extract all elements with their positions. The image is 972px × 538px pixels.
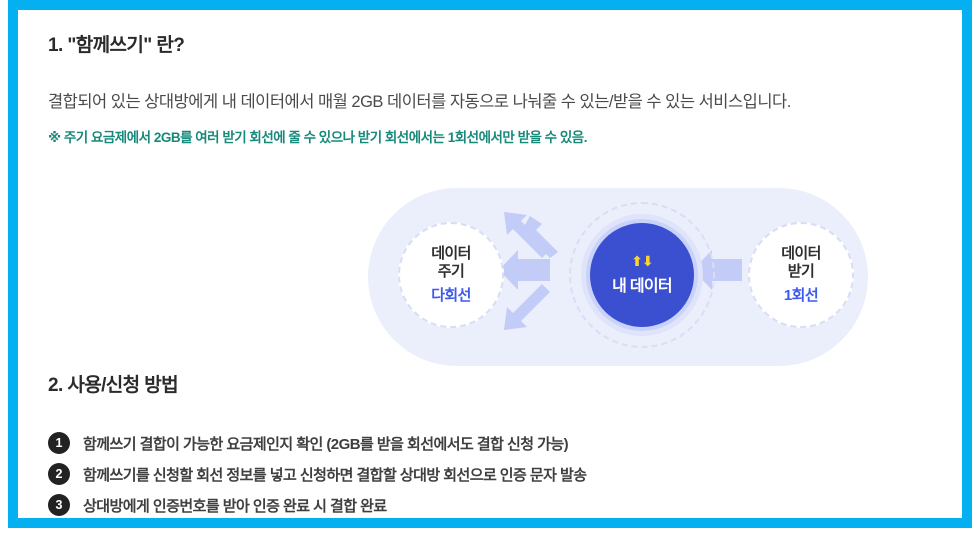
node-left-sublabel: 다회선 [431,286,471,304]
arrow-group-left [499,212,550,330]
cyan-frame-card: 1. "함께쓰기" 란? 결합되어 있는 상대방에게 내 데이터에서 매월 2G… [8,0,972,528]
node-right-sublabel: 1회선 [783,286,819,304]
diagram-node-my-data: ⬆⬇ 내 데이터 [590,223,694,327]
step-badge-2: 2 [48,463,70,485]
node-right-label-line2: 받기 [787,263,815,281]
list-item: 3 상대방에게 인증번호를 받아 인증 완료 시 결합 완료 [48,494,387,516]
section-2-title: 2. 사용/신청 방법 [48,375,179,396]
node-center-label: 내 데이터 [612,278,673,295]
node-left-label-line2: 주기 [437,263,465,281]
node-right-label-line1: 데이터 [781,245,821,263]
card-content: 1. "함께쓰기" 란? 결합되어 있는 상대방에게 내 데이터에서 매월 2G… [36,20,972,528]
arrow-up-left-icon [522,216,558,258]
diagram-node-data-receive: 데이터 받기 1회선 [748,222,854,328]
section-1-note-text: ※ 주기 요금제에서 2GB를 여러 받기 회선에 줄 수 있으나 받기 회선에… [48,130,587,145]
section-1-body-text: 결합되어 있는 상대방에게 내 데이터에서 매월 2GB 데이터를 자동으로 나… [48,93,791,111]
step-badge-1: 1 [48,432,70,454]
step-text-2: 함께쓰기를 신청할 회선 정보를 넣고 신청하면 결합할 상대방 회선으로 인증… [83,466,587,484]
step-text-3: 상대방에게 인증번호를 받아 인증 완료 시 결합 완료 [83,497,387,515]
step-badge-3: 3 [48,494,70,516]
data-sharing-diagram: 데이터 주기 다회선 ⬆⬇ 내 데이터 데이터 받기 1회선 [354,180,884,370]
list-item: 1 함께쓰기 결합이 가능한 요금제인지 확인 (2GB를 받을 회선에서도 결… [48,432,569,454]
section-1-title: 1. "함께쓰기" 란? [48,35,185,56]
step-text-1: 함께쓰기 결합이 가능한 요금제인지 확인 (2GB를 받을 회선에서도 결합 … [83,435,569,453]
list-item: 2 함께쓰기를 신청할 회선 정보를 넣고 신청하면 결합할 상대방 회선으로 … [48,463,587,485]
center-node-dashed-ring [569,202,715,348]
diagram-node-data-give: 데이터 주기 다회선 [398,222,504,328]
node-left-label-line1: 데이터 [431,245,471,263]
up-down-arrows-icon: ⬆⬇ [631,253,653,269]
